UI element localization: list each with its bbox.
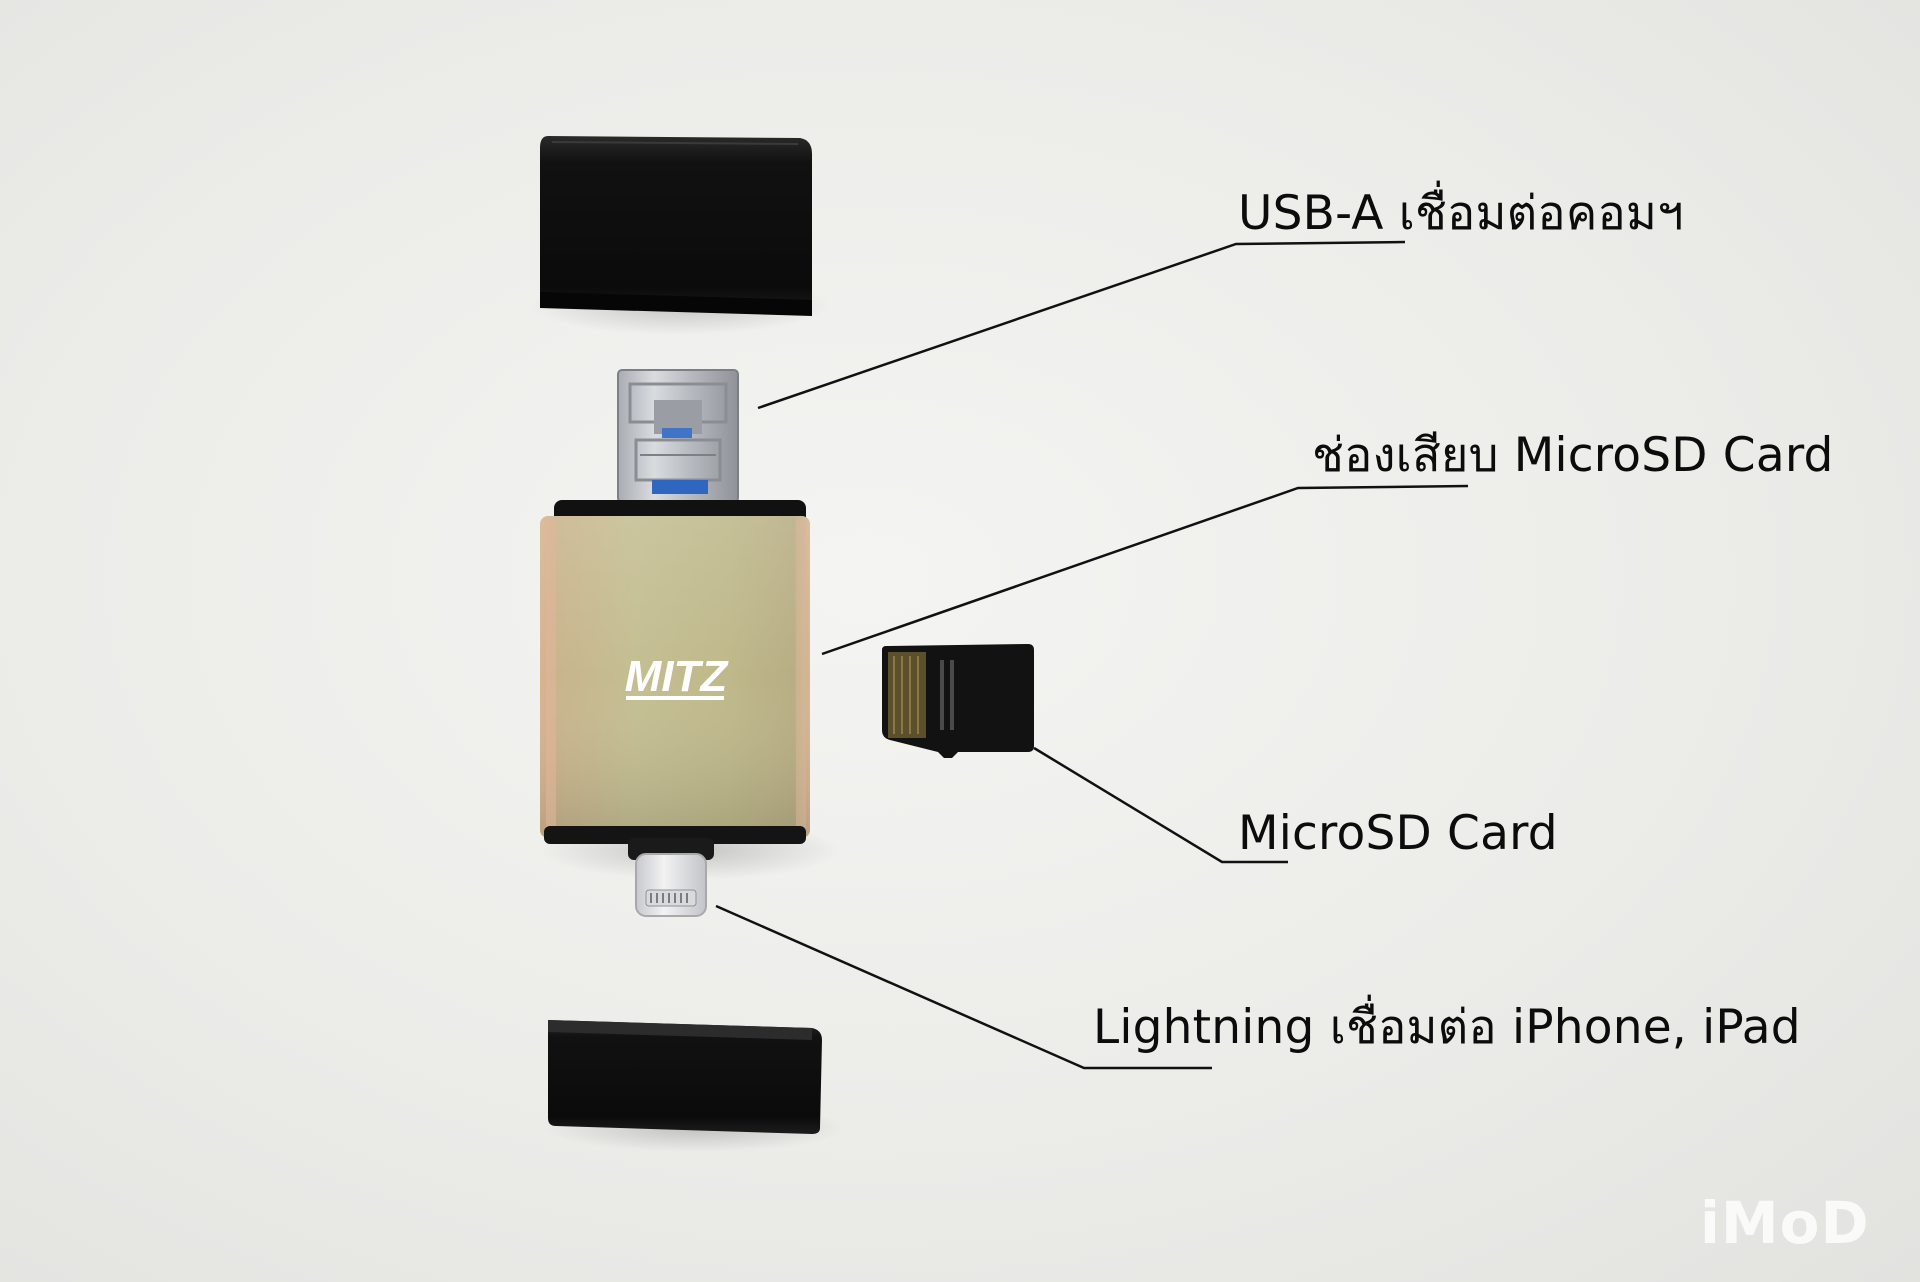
usb-cap-top bbox=[540, 136, 812, 316]
watermark-logo: iMoD bbox=[1700, 1189, 1870, 1257]
leader-line-card bbox=[1033, 746, 1288, 864]
logo-text: MITZ bbox=[625, 652, 730, 701]
leader-line-slot bbox=[821, 484, 1469, 656]
lightning-connector bbox=[628, 838, 714, 917]
body-bottom-rim bbox=[544, 826, 806, 844]
card-reader-body bbox=[540, 516, 810, 838]
label-microsd-slot: ช่องเสียบ MicroSD Card bbox=[1312, 428, 1834, 483]
leader-line-lightning bbox=[715, 904, 1212, 1070]
label-usb-a: USB-A เชื่อมต่อคอมฯ bbox=[1238, 186, 1684, 241]
label-microsd-card: MicroSD Card bbox=[1238, 806, 1558, 861]
label-lightning: Lightning เชื่อมต่อ iPhone, iPad bbox=[1093, 1000, 1801, 1055]
lightning-cap-bottom bbox=[548, 1020, 822, 1134]
microsd-card bbox=[882, 644, 1034, 758]
mitz-logo: MITZ bbox=[625, 652, 730, 701]
leader-lines bbox=[715, 240, 1469, 1070]
leader-line-usb bbox=[757, 240, 1406, 410]
usb-a-connector bbox=[617, 369, 739, 503]
